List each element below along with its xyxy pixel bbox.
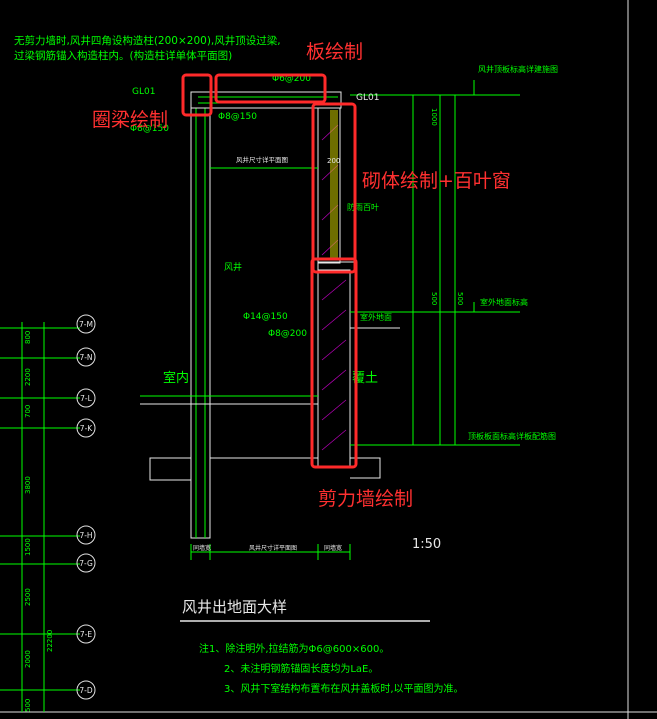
soil-label: 覆土 xyxy=(352,371,378,386)
roof-elev-label: 风井顶板标高详建施图 xyxy=(478,64,558,74)
dim-text: 2200 xyxy=(24,368,32,386)
dim-500b-label: 500 xyxy=(456,292,464,305)
grid-label: 7-N xyxy=(79,353,92,362)
gl01-right-label: GL01 xyxy=(356,93,379,103)
wall-thk-left-label: 同墙宽 xyxy=(193,544,211,552)
grid-label: 7-E xyxy=(80,630,92,639)
note-1: 注1、除注明外,拉结筋为Φ6@600×600。 xyxy=(199,642,389,655)
dim-text: 700 xyxy=(24,405,32,418)
grid-bubbles xyxy=(76,314,96,700)
grid-label: 7-L xyxy=(80,394,92,403)
note-2: 2、未注明钢筋锚固长度均为LaE。 xyxy=(224,662,378,675)
drawing-title: 风井出地面大样 xyxy=(182,598,287,616)
outdoor-ground-label: 室外地面 xyxy=(360,312,392,322)
grid-label: 7-H xyxy=(79,531,92,540)
masonry-annotation: 砌体绘制+百叶窗 xyxy=(362,170,511,192)
drawing-labels: GL01 GL01 Φ6@200 Φ8@150 Φ8@150 风井尺寸详平面图 … xyxy=(130,64,558,552)
dim-text: 2500 xyxy=(24,588,32,606)
dim-text: 1500 xyxy=(24,538,32,556)
indoor-label: 室内 xyxy=(163,370,189,386)
grid-label: 7-M xyxy=(79,320,93,329)
outdoor-elev-label: 室外地面标高 xyxy=(480,297,528,307)
shear-wall-box xyxy=(310,257,358,469)
left-axis-grid xyxy=(0,322,80,712)
grid-label: 7-D xyxy=(79,686,92,695)
shaft-label: 风井 xyxy=(224,261,242,273)
dim-text: 3800 xyxy=(24,476,32,494)
dim-text: 500 xyxy=(24,699,32,712)
rebar-150-label-left: Φ8@150 xyxy=(130,124,169,134)
dim-500a-label: 500 xyxy=(430,292,438,305)
slab-annotation: 板绘制 xyxy=(306,41,363,63)
dim-text: 22200 xyxy=(46,630,54,652)
red-annotation-texts: 板绘制 圈梁绘制 砌体绘制+百叶窗 剪力墙绘制 xyxy=(92,41,511,510)
scale-label: 1:50 xyxy=(412,537,441,552)
note-3: 3、风井下室结构布置布在风井盖板时,以平面图为准。 xyxy=(224,682,464,695)
plan-dim-label: 风井尺寸详平面图 xyxy=(236,155,288,164)
gl01-left-label: GL01 xyxy=(132,87,155,97)
slab-elev-label: 顶板板面标高详板配筋图 xyxy=(468,431,556,441)
rebar-14-label: Φ14@150 xyxy=(243,312,288,322)
grid-bubble-labels: 7-M 7-N 7-L 7-K 7-H 7-G 7-E 7-D xyxy=(79,320,93,695)
notes-block: 注1、除注明外,拉结筋为Φ6@600×600。 2、未注明钢筋锚固长度均为LaE… xyxy=(199,642,464,695)
rebar-150-label: Φ8@150 xyxy=(218,112,257,122)
grid-label: 7-K xyxy=(80,424,93,433)
slab-box xyxy=(214,73,327,104)
wall-thk-right-label: 同墙宽 xyxy=(324,544,342,552)
ring-beam-annotation: 圈梁绘制 xyxy=(92,109,168,131)
dim-top-label: 1000 xyxy=(430,108,438,126)
top-note-line2: 过梁钢筋锚入构造柱内。(构造柱详单体平面图) xyxy=(14,49,232,62)
red-annotation-boxes xyxy=(181,73,358,469)
rebar-8-200-label: Φ8@200 xyxy=(268,329,307,339)
louver-label: 防雨百叶 xyxy=(347,202,379,212)
ring-beam-box xyxy=(181,73,213,117)
dim-text: 2000 xyxy=(24,650,32,668)
wall-width-label: 200 xyxy=(327,157,340,165)
top-note-line1: 无剪力墙时,风井四角设构造柱(200×200),风井顶设过梁, xyxy=(14,34,281,47)
masonry-fill xyxy=(330,110,338,260)
bottom-dim-label: 风井尺寸详平面图 xyxy=(249,544,297,552)
grid-label: 7-G xyxy=(79,559,93,568)
dim-text: 800 xyxy=(24,331,32,344)
masonry-box xyxy=(311,102,357,274)
slab-rebar-label: Φ6@200 xyxy=(272,74,311,84)
shear-wall-annotation: 剪力墙绘制 xyxy=(318,488,413,510)
left-dims: 800 2200 700 3800 1500 2500 2000 22200 5… xyxy=(24,331,54,712)
